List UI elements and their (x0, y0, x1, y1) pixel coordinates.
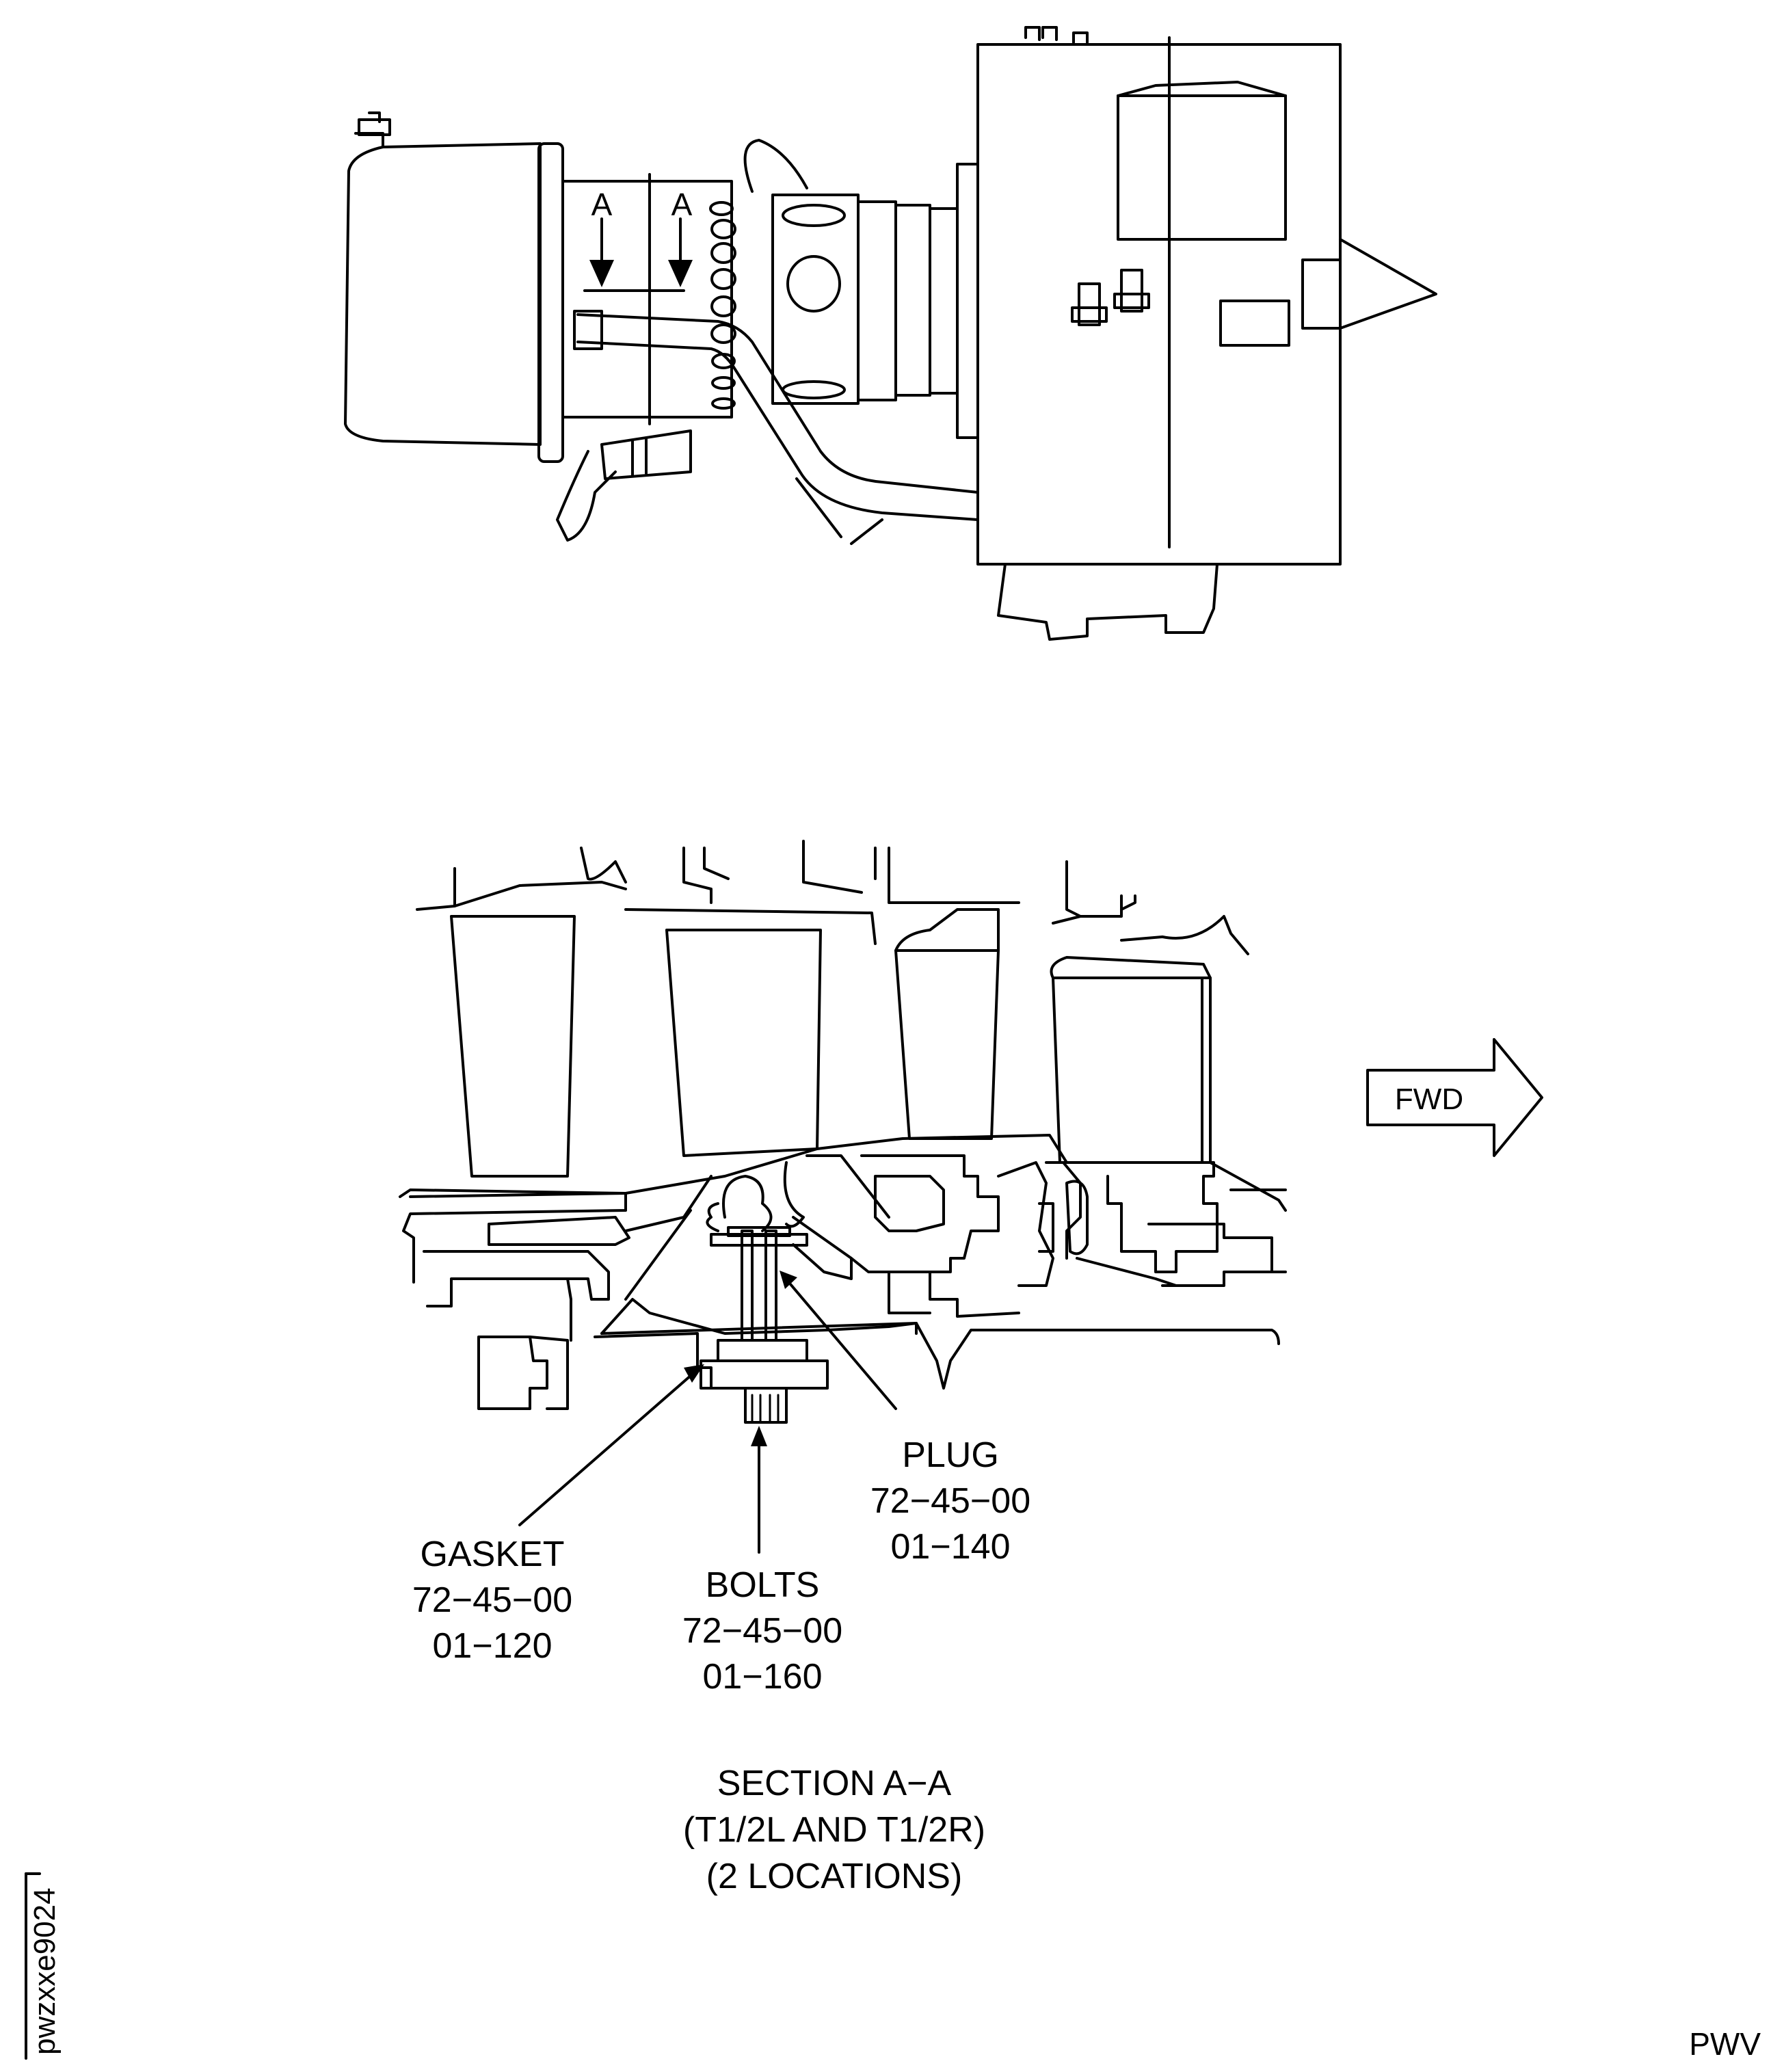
bolts-callout: BOLTS 72−45−00 01−160 (682, 1565, 842, 1697)
view-label-a-left: A (591, 187, 613, 222)
section-count: (2 LOCATIONS) (706, 1857, 963, 1896)
bolts-item: 01−160 (703, 1657, 823, 1697)
gasket-ref: 72−45−00 (412, 1580, 572, 1620)
forward-direction-arrow (1366, 1038, 1543, 1157)
engine-exterior-view (344, 26, 1437, 641)
bolts-name: BOLTS (706, 1565, 820, 1605)
fwd-label: FWD (1395, 1083, 1463, 1116)
gasket-callout: GASKET 72−45−00 01−120 (412, 1535, 572, 1666)
plug-item: 01−140 (891, 1527, 1011, 1567)
gasket-name: GASKET (421, 1535, 565, 1574)
corner-mark: PWV (1689, 2026, 1761, 2062)
section-title: SECTION A−A (717, 1764, 952, 1803)
figure-id-mark: pwzxxe9024 (25, 1872, 62, 2060)
section-caption: SECTION A−A (T1/2L AND T1/2R) (2 LOCATIO… (683, 1764, 985, 1896)
boss-and-bolts (700, 1339, 829, 1424)
figure-id: pwzxxe9024 (28, 1887, 62, 2055)
gasket-item: 01−120 (433, 1626, 552, 1666)
section-cut-arrows (583, 217, 693, 292)
plug-ref: 72−45−00 (870, 1481, 1030, 1521)
callout-leaders (518, 1271, 897, 1554)
plug-name: PLUG (902, 1435, 999, 1475)
bolts-ref: 72−45−00 (682, 1611, 842, 1651)
section-a-a-drawing (399, 840, 1287, 1424)
view-label-a-right: A (671, 187, 693, 222)
plug-callout: PLUG 72−45−00 01−140 (870, 1435, 1030, 1567)
section-subtitle: (T1/2L AND T1/2R) (683, 1810, 985, 1850)
